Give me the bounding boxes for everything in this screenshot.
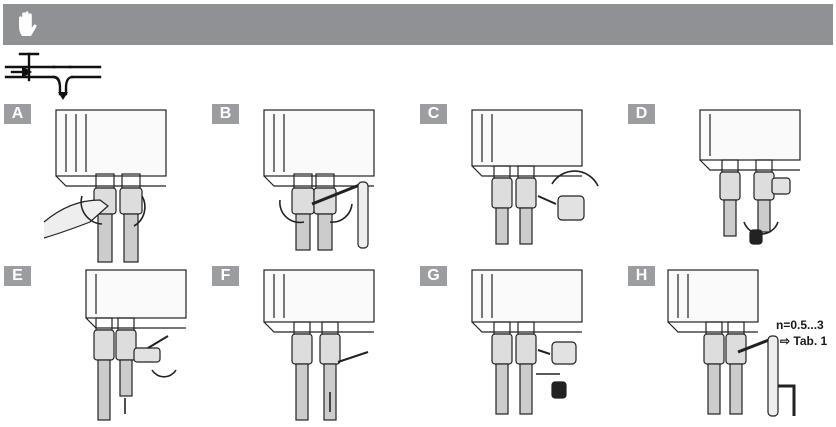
radiator-valve-illustration	[212, 266, 417, 427]
radiator-valve-illustration	[212, 104, 417, 265]
step-label-c: C	[420, 104, 447, 124]
hand-stop-icon	[15, 10, 37, 40]
table-reference-note: ⇨ Tab. 1	[780, 334, 827, 348]
radiator-valve-illustration	[4, 266, 209, 427]
radiator-valve-illustration	[420, 266, 625, 427]
step-panel-f: F	[212, 266, 417, 427]
step-panel-b: B	[212, 104, 417, 265]
step-label-h: H	[628, 266, 655, 286]
step-panel-a: A	[4, 104, 209, 265]
n-range-note: n=0.5...3	[776, 318, 824, 332]
step-label-a: A	[4, 104, 31, 124]
radiator-valve-illustration	[4, 104, 209, 265]
step-label-g: G	[420, 266, 447, 286]
radiator-valve-illustration	[420, 104, 625, 265]
step-panel-h: H n=0.5...3 ⇨ Tab. 1	[628, 266, 833, 427]
step-label-b: B	[212, 104, 239, 124]
step-panel-d: D	[628, 104, 833, 265]
pipe-flow-icon	[4, 50, 108, 100]
step-label-d: D	[628, 104, 655, 124]
step-panel-c: C	[420, 104, 625, 265]
step-panel-g: G	[420, 266, 625, 427]
step-label-e: E	[4, 266, 31, 286]
step-label-f: F	[212, 266, 239, 286]
step-panel-e: E	[4, 266, 209, 427]
radiator-valve-illustration	[628, 104, 833, 265]
warning-header-bar	[3, 4, 833, 45]
